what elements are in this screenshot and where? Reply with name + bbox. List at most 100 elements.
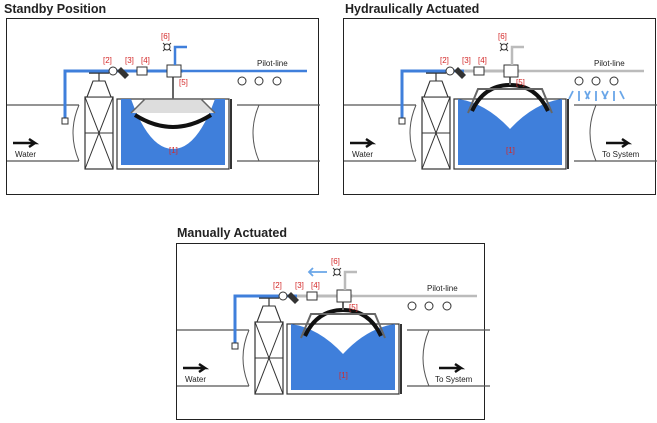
- release-riser: [510, 45, 524, 65]
- outlet-pipe-break: [252, 104, 260, 162]
- callout-6: [6]: [331, 257, 340, 266]
- pilot-sprinkler-icon-2: [591, 76, 601, 86]
- inlet-flow-arrow: [13, 137, 40, 149]
- inlet-pipe: [344, 104, 416, 162]
- water-label: Water: [185, 375, 206, 384]
- panel-title-hydraulic: Hydraulically Actuated: [345, 2, 480, 16]
- check-valve-icon: [108, 66, 118, 76]
- system-label: To System: [435, 375, 473, 384]
- strainer-icon: [117, 67, 129, 79]
- callout-2: [2]: [273, 281, 282, 290]
- callout-5: [5]: [349, 303, 358, 312]
- gate-valve-bonnet: [256, 305, 282, 323]
- priming-line: [63, 69, 127, 119]
- restrictor-icon: [473, 66, 485, 76]
- pilot-sprinkler-icon-2: [424, 301, 434, 311]
- callout-1: [1]: [339, 371, 348, 380]
- inlet-flow-arrow: [183, 362, 210, 374]
- bonnet-cover: [467, 88, 553, 114]
- inlet-pipe: [177, 329, 249, 387]
- water-label: Water: [15, 150, 36, 159]
- release-riser: [173, 45, 187, 65]
- priming-tap: [398, 117, 406, 125]
- inlet-pipe: [7, 104, 79, 162]
- outlet-pipe: [574, 104, 657, 162]
- valve-diagram-manual: Water To System Pilot-line [1] [2] [3] [4] [5] […: [177, 257, 490, 395]
- callout-5: [5]: [516, 78, 525, 87]
- pilot-spray-icon-2: [585, 90, 607, 101]
- outlet-flow-arrow: [439, 362, 466, 374]
- pilot-spray-icon-1: [568, 90, 590, 101]
- water-in-valve: [291, 324, 395, 390]
- manual-release-ball-icon: [500, 43, 508, 51]
- water-label: Water: [352, 150, 373, 159]
- diaphragm: [133, 113, 213, 129]
- manual-release-ball-icon: [163, 43, 171, 51]
- restrictor-icon: [136, 66, 148, 76]
- water-in-valve: [121, 99, 225, 165]
- callout-6: [6]: [498, 32, 507, 41]
- pilot-line-label: Pilot-line: [594, 59, 625, 68]
- callout-4: [4]: [311, 281, 320, 290]
- bonnet-cover: [300, 313, 386, 339]
- valve-diagram-hydraulic: Water To System Pilot-line [1] [2] [3] [4] [5] […: [344, 32, 657, 170]
- strainer-icon: [287, 292, 299, 304]
- pilot-line-label: Pilot-line: [257, 59, 288, 68]
- tee-fitting-icon: [503, 64, 519, 78]
- callout-6: [6]: [161, 32, 170, 41]
- tee-fitting-icon: [166, 64, 182, 78]
- pilot-spray-icon-3: [603, 90, 625, 101]
- pilot-line-label: Pilot-line: [427, 284, 458, 293]
- gate-valve-bonnet: [86, 80, 112, 98]
- gate-valve-bonnet: [423, 80, 449, 98]
- gate-valve-cross: [84, 96, 114, 170]
- tee-fitting-icon: [336, 289, 352, 303]
- callout-3: [3]: [295, 281, 304, 290]
- pilot-sprinkler-icon-3: [609, 76, 619, 86]
- callout-3: [3]: [462, 56, 471, 65]
- pilot-sprinkler-icon-2: [254, 76, 264, 86]
- priming-tap: [231, 342, 239, 350]
- callout-1: [1]: [506, 146, 515, 155]
- priming-tap: [61, 117, 69, 125]
- gate-valve-cross: [254, 321, 284, 395]
- bonnet-cover: [130, 98, 216, 114]
- outlet-pipe-break: [422, 329, 430, 387]
- outlet-flow-arrow: [606, 137, 633, 149]
- panel-title-standby: Standby Position: [4, 2, 107, 16]
- inlet-pipe-break: [72, 104, 80, 162]
- outlet-pipe-break: [589, 104, 597, 162]
- outlet-pipe: [237, 104, 320, 162]
- callout-4: [4]: [478, 56, 487, 65]
- panel-manual: Water To System Pilot-line [1] [2] [3] [4] [5] […: [176, 243, 490, 420]
- vent-arrow-icon: [307, 267, 327, 277]
- check-valve-icon: [278, 291, 288, 301]
- strainer-icon: [454, 67, 466, 79]
- callout-2: [2]: [440, 56, 449, 65]
- gate-valve-cross: [421, 96, 451, 170]
- callout-1: [1]: [169, 146, 178, 155]
- callout-5: [5]: [179, 78, 188, 87]
- pilot-sprinkler-icon-1: [237, 76, 247, 86]
- pilot-sprinkler-icon-3: [272, 76, 282, 86]
- restrictor-icon: [306, 291, 318, 301]
- pilot-sprinkler-icon-3: [442, 301, 452, 311]
- inlet-pipe-break: [409, 104, 417, 162]
- priming-line: [233, 294, 297, 344]
- callout-2: [2]: [103, 56, 112, 65]
- pilot-sprinkler-icon-1: [407, 301, 417, 311]
- outlet-pipe: [407, 329, 490, 387]
- inlet-flow-arrow: [350, 137, 377, 149]
- inlet-pipe-break: [242, 329, 250, 387]
- panel-hydraulic: Water To System Pilot-line [1] [2] [3] [4] [5] […: [343, 18, 657, 195]
- release-riser: [343, 270, 357, 290]
- water-in-valve: [458, 99, 562, 165]
- manual-release-ball-icon: [333, 268, 341, 276]
- callout-4: [4]: [141, 56, 150, 65]
- pilot-sprinkler-icon-1: [574, 76, 584, 86]
- system-label: To System: [602, 150, 640, 159]
- priming-line: [400, 69, 464, 119]
- check-valve-icon: [445, 66, 455, 76]
